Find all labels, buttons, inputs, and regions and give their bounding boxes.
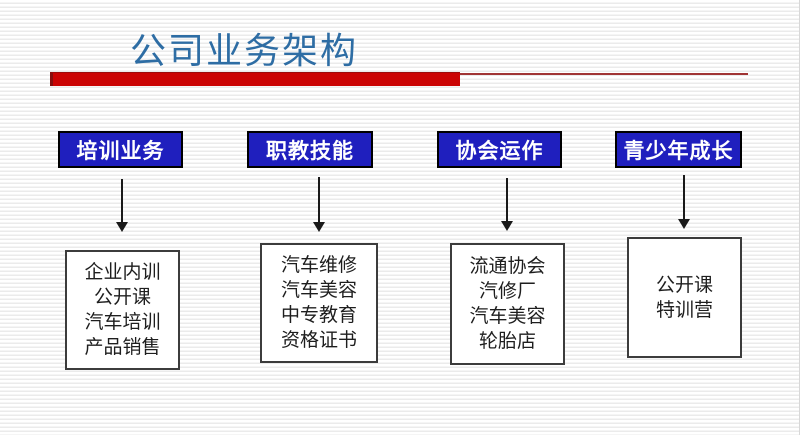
arrow-shaft <box>683 175 685 222</box>
arrow-shaft <box>318 177 320 225</box>
down-arrow-icon <box>312 177 326 232</box>
item-line: 中专教育 <box>280 305 357 326</box>
down-arrow-icon <box>677 175 691 229</box>
item-box-vocational-skills: 汽车维修 汽车美容 中专教育 资格证书 <box>260 243 378 363</box>
header-box-association-operation: 协会运作 <box>437 131 562 168</box>
item-line: 特训营 <box>655 299 713 321</box>
item-line: 汽车培训 <box>84 312 161 333</box>
arrow-head <box>678 219 690 229</box>
down-arrow-icon <box>500 178 514 231</box>
item-line: 流通协会 <box>469 256 546 277</box>
arrow-head <box>116 222 128 232</box>
item-line: 汽车维修 <box>280 255 357 276</box>
page-title: 公司业务架构 <box>130 31 359 71</box>
item-line: 轮胎店 <box>478 331 536 352</box>
title-underline-bar <box>50 72 460 86</box>
arrow-shaft <box>121 179 123 225</box>
item-line: 公开课 <box>655 274 713 296</box>
arrow-shaft <box>506 178 508 224</box>
arrow-head <box>501 221 513 231</box>
item-line: 汽修厂 <box>478 281 536 302</box>
title-underline-thin-line <box>460 73 748 75</box>
item-line: 产品销售 <box>84 337 161 358</box>
item-line: 公开课 <box>93 287 151 308</box>
item-line: 资格证书 <box>280 330 357 351</box>
header-box-youth-growth: 青少年成长 <box>615 131 742 168</box>
down-arrow-icon <box>115 179 129 232</box>
item-box-association-operation: 流通协会 汽修厂 汽车美容 轮胎店 <box>450 243 565 365</box>
header-box-vocational-skills: 职教技能 <box>247 131 373 168</box>
arrow-head <box>313 222 325 232</box>
item-line: 企业内训 <box>84 262 161 283</box>
item-box-youth-growth: 公开课 特训营 <box>627 237 742 358</box>
item-line: 汽车美容 <box>469 306 546 327</box>
item-box-training-business: 企业内训 公开课 汽车培训 产品销售 <box>65 250 180 370</box>
header-box-training-business: 培训业务 <box>58 131 183 168</box>
item-line: 汽车美容 <box>280 280 357 301</box>
